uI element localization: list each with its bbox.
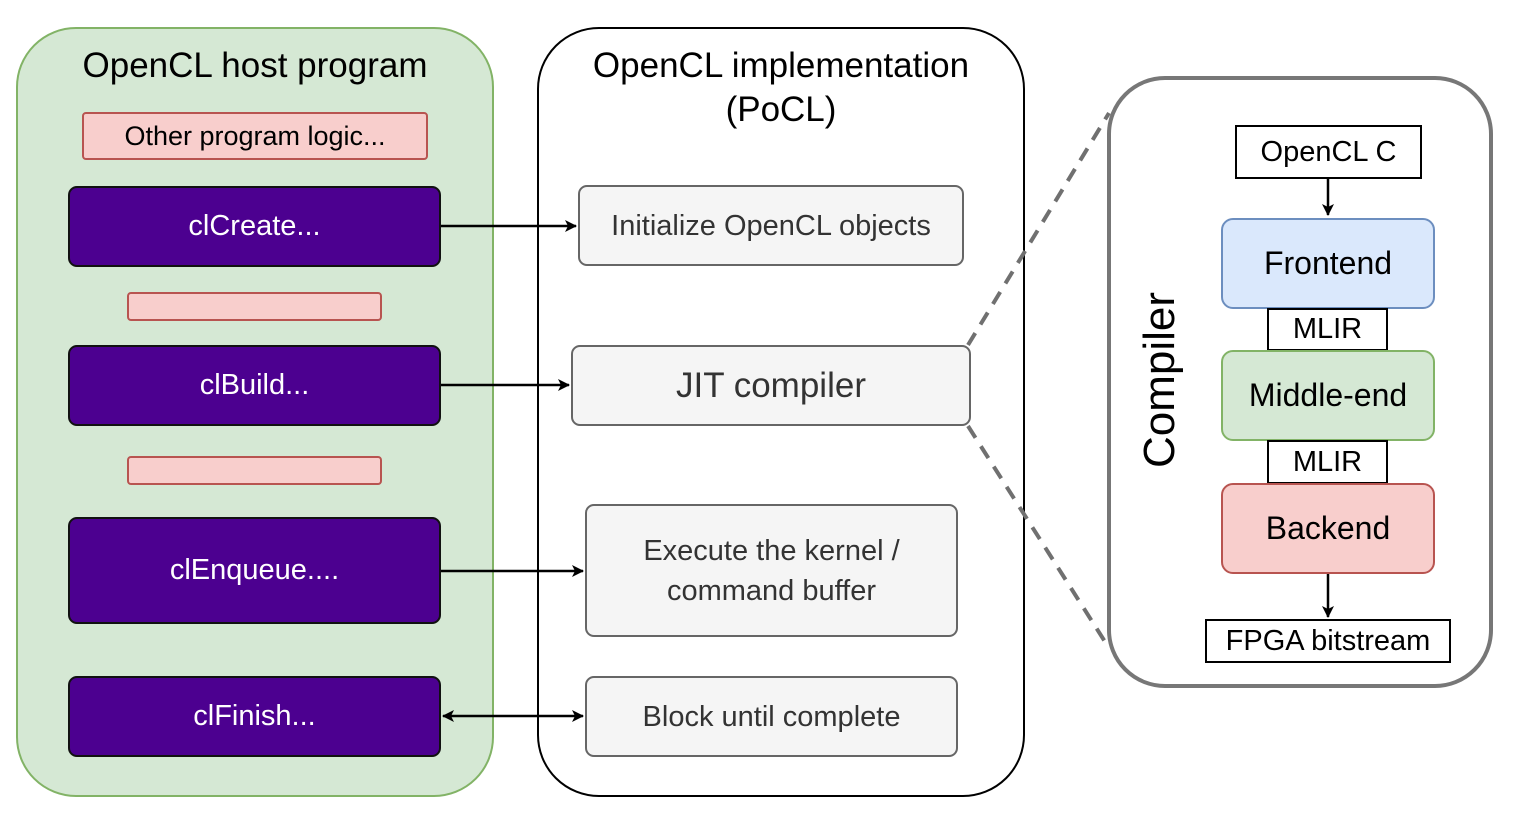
mlir-label-2: MLIR <box>1292 445 1363 478</box>
middle-end-stage: Middle-end <box>1221 350 1435 441</box>
mlir-label-1: MLIR <box>1292 313 1363 345</box>
fpga-bitstream-label: FPGA bitstream <box>1225 624 1431 657</box>
backend-stage: Backend <box>1221 483 1435 574</box>
execute-kernel-box: Execute the kernel / command buffer <box>585 504 958 637</box>
execute-kernel-label-line2: command buffer <box>666 574 877 607</box>
implementation-title-line2: (PoCL) <box>725 90 837 129</box>
execute-kernel-label-line1: Execute the kernel / <box>643 534 900 567</box>
opencl-c-input-box: OpenCL C <box>1235 125 1422 179</box>
zoom-dashed-line-top <box>966 111 1111 347</box>
initialize-objects-label: Initialize OpenCL objects <box>611 209 931 242</box>
implementation-title-line1: OpenCL implementation <box>592 46 970 85</box>
jit-compiler-box: JIT compiler <box>571 345 971 426</box>
clbuild-label: clBuild... <box>199 369 310 401</box>
clbuild-box: clBuild... <box>68 345 441 426</box>
mlir-box-1: MLIR <box>1267 308 1388 351</box>
zoom-dashed-line-bottom <box>966 424 1111 650</box>
backend-label: Backend <box>1265 510 1391 546</box>
clenqueue-label: clEnqueue.... <box>169 554 340 586</box>
block-until-complete-box: Block until complete <box>585 676 958 757</box>
clfinish-box: clFinish... <box>68 676 441 757</box>
program-logic-bar-2 <box>127 456 382 485</box>
initialize-objects-box: Initialize OpenCL objects <box>578 185 964 266</box>
program-logic-bar-1 <box>127 292 382 321</box>
middle-end-label: Middle-end <box>1248 377 1408 413</box>
clfinish-label: clFinish... <box>193 700 316 732</box>
clcreate-box: clCreate... <box>68 186 441 267</box>
jit-compiler-label: JIT compiler <box>676 365 866 405</box>
implementation-title: OpenCL implementation (PoCL) <box>537 40 1025 136</box>
block-until-complete-label: Block until complete <box>642 700 901 733</box>
other-program-logic-box: Other program logic... <box>82 112 428 160</box>
host-program-title: OpenCL host program <box>82 46 428 85</box>
frontend-label: Frontend <box>1263 245 1393 281</box>
other-program-logic-label: Other program logic... <box>124 120 386 151</box>
clcreate-label: clCreate... <box>188 210 321 242</box>
fpga-bitstream-output-box: FPGA bitstream <box>1205 619 1451 663</box>
opencl-c-label: OpenCL C <box>1260 135 1397 168</box>
clenqueue-box: clEnqueue.... <box>68 517 441 624</box>
